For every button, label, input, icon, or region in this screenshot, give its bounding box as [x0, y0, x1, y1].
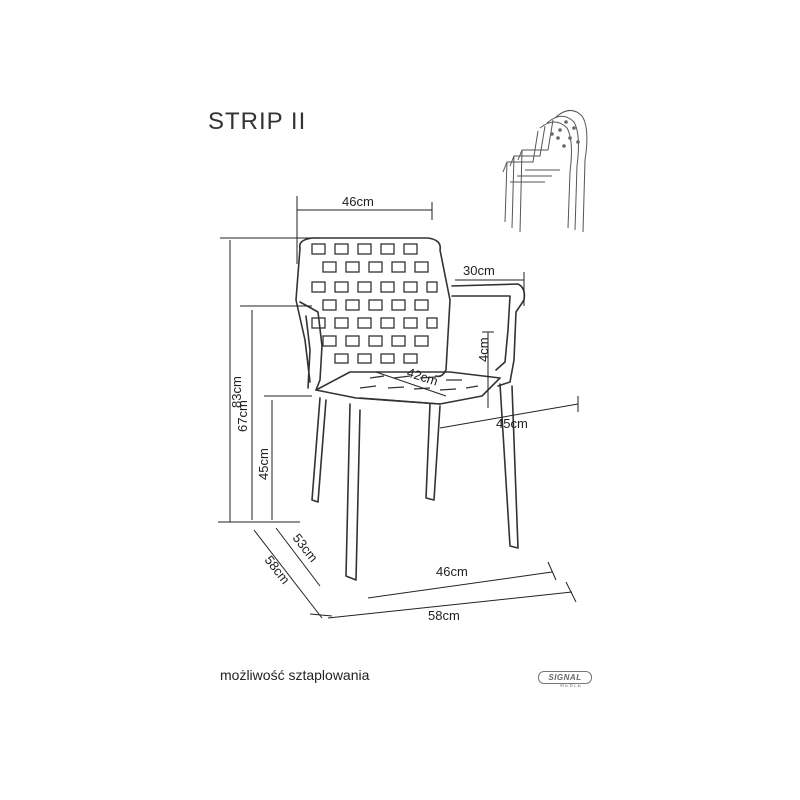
label-seat-height: 45cm — [256, 448, 271, 480]
label-seat-width: 45cm — [496, 416, 528, 431]
chair-illustration — [295, 237, 526, 581]
label-back-width: 46cm — [342, 194, 374, 209]
brand-logo: SIGNAL MEBLE — [538, 671, 594, 689]
logo-tagline: MEBLE — [560, 683, 582, 689]
label-seat-depth: 42cm — [405, 365, 440, 389]
label-base-width: 46cm — [436, 564, 468, 579]
label-total-height: 83cm — [229, 376, 244, 408]
stacked-chairs-icon — [502, 110, 588, 233]
stacking-caption: możliwość sztaplowania — [220, 667, 370, 683]
label-armrest-floor-height: 67cm — [235, 400, 250, 432]
logo-name: SIGNAL — [538, 671, 592, 684]
product-title: STRIP II — [208, 108, 307, 135]
label-total-depth: 58cm — [262, 553, 293, 587]
label-armrest-depth: 30cm — [463, 263, 495, 278]
label-base-depth: 53cm — [290, 531, 321, 565]
label-total-width: 58cm — [428, 608, 460, 623]
label-armrest-height: 4cm — [476, 337, 491, 362]
dimension-lines — [218, 196, 579, 619]
